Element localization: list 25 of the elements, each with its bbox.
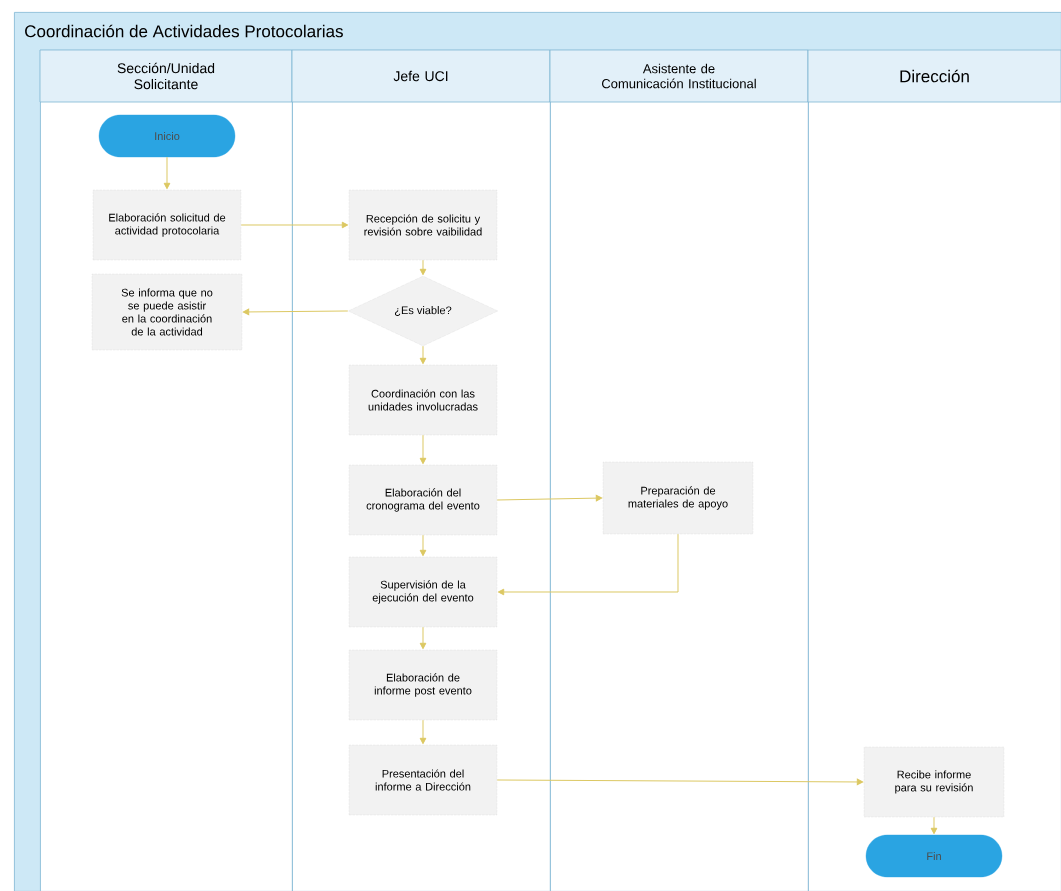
arrow [930, 816, 938, 835]
arrow [419, 534, 427, 557]
process-box: Se informa que no se puede asistir en la coordinación de la actividad [91, 273, 243, 351]
arrow [240, 221, 349, 229]
process-box: Elaboración del cronograma del evento [348, 464, 498, 536]
process-box: Coordinación con las unidades involucradas [348, 364, 498, 436]
process-box: Elaboración solicitud de actividad protocolaria [92, 189, 242, 261]
arrow [419, 626, 427, 650]
arrow [497, 533, 679, 596]
arrow [496, 494, 603, 502]
arrow [419, 345, 427, 365]
process-box: Preparación de materiales de apoyo [602, 461, 754, 535]
arrow [419, 719, 427, 745]
process-box: Recibe informe para su revisión [863, 746, 1005, 818]
terminator-pill: Inicio [98, 114, 236, 158]
process-box: Elaboración de informe post evento [348, 649, 498, 721]
arrow [419, 434, 427, 465]
process-box: Presentación del informe a Dirección [348, 744, 498, 816]
arrow [419, 259, 427, 276]
terminator-pill: Fin [865, 834, 1003, 878]
arrow [242, 308, 349, 316]
process-box: Recepción de solicitu y revisión sobre vaibilidad [348, 189, 498, 261]
process-box: Supervisión de la ejecución del evento [348, 556, 498, 628]
arrow [496, 778, 864, 786]
arrow [163, 156, 171, 190]
